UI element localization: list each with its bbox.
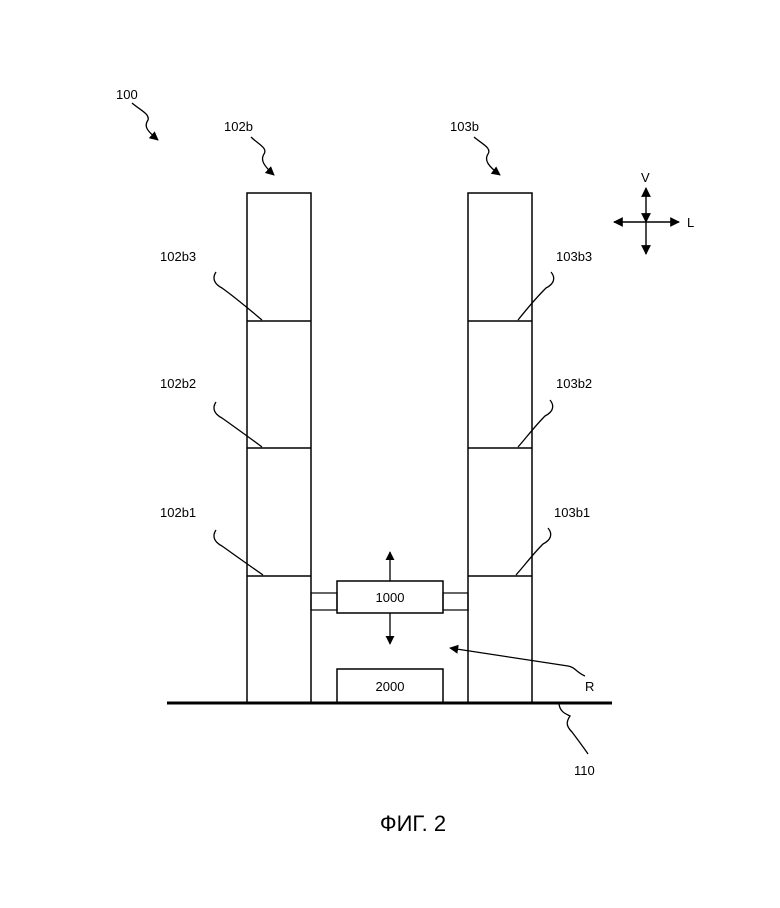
left-level-3-label: 102b3 [160,249,196,264]
floor-leader [559,704,588,754]
floor-label: 110 [574,763,595,778]
axis-vertical-label: V [641,170,650,185]
vehicle-assembly: 1000 [311,552,468,644]
right-level-1-leader [516,528,551,575]
right-level-3-label: 103b3 [556,249,592,264]
right-level-3-leader [518,272,554,320]
right-level-2-label: 103b2 [556,376,592,391]
figure-caption: ФИГ. 2 [380,811,446,836]
region-label: R [585,679,594,694]
right-level-1-label: 103b1 [554,505,590,520]
left-rack [247,193,311,703]
rack-right-leader [474,137,500,175]
orientation-indicator: V L [614,170,694,254]
base-unit-label: 2000 [376,679,405,694]
system-leader [132,103,158,140]
axis-lateral-label: L [687,215,694,230]
region-leader [450,648,585,676]
left-level-2-label: 102b2 [160,376,196,391]
left-level-2-leader [214,402,262,447]
left-level-1-label: 102b1 [160,505,196,520]
right-level-2-leader [518,400,553,447]
vehicle-label: 1000 [376,590,405,605]
vehicle-left-arm [311,593,337,610]
rack-left-label: 102b [224,119,253,134]
vehicle-right-arm [443,593,468,610]
left-level-3-leader [214,272,262,320]
left-level-1-leader [214,530,263,575]
system-label: 100 [116,87,138,102]
rack-right-label: 103b [450,119,479,134]
right-rack [468,193,532,703]
rack-left-leader [251,137,274,175]
